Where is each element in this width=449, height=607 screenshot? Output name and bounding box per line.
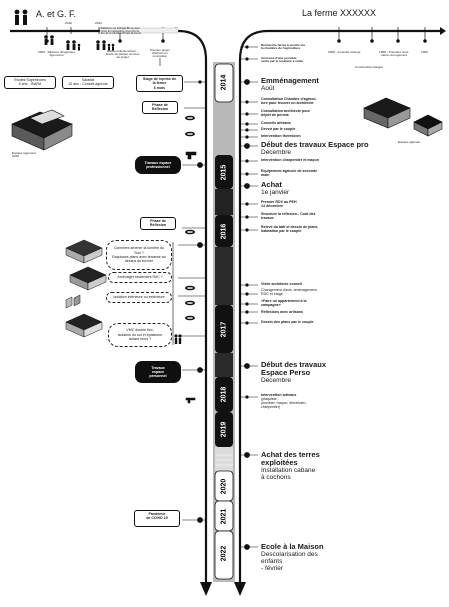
emmenagement-sub: Août [261, 85, 275, 92]
left-note: Réflexion sur le projet de vie avec choi… [101, 27, 142, 36]
person-icon [174, 334, 182, 344]
right-sub: Construction hangar [355, 65, 383, 69]
event-conseils: Conseils artisans [261, 121, 291, 125]
left-year-1: 2010 [65, 21, 72, 25]
question-box-2: Aménager seulement RdC ? [108, 272, 172, 283]
year-2021: 2021 [220, 508, 228, 525]
house-label: Espace logement 2015 [12, 151, 36, 159]
family-icon [14, 9, 115, 51]
event-visite-archi: Visite architecte conseil [261, 282, 302, 286]
right-axis [238, 29, 440, 585]
stage-box: Stage de reprise de la ferme 6 mois [136, 75, 183, 92]
farm-label: Espace agricole [398, 140, 421, 144]
year-2016: 2016 [220, 223, 228, 240]
event-reflexions: Réflexions avec artisans [261, 310, 303, 314]
right-small-1: 2009 - Incendie Grange [328, 50, 361, 54]
phase-reflexion-1-box: Phase de Réflexion [142, 101, 178, 114]
event-consult-archi: Consultation architecte pour dépôt de pe… [261, 109, 310, 117]
year-2019: 2019 [220, 421, 228, 438]
terres-sub: Installation cabane à cochons [261, 467, 316, 481]
left-year-2: 2012 [95, 21, 102, 25]
studies-box: Etudes Supérieures 5 ans - ISARA [4, 76, 56, 89]
event-releve: Relevé du bâti et dessin de plans habita… [261, 225, 318, 233]
year-2017: 2017 [220, 321, 228, 338]
left-event-1: 2003 - Diplome d'Ingénieur Agronome [38, 50, 76, 58]
event-devoir: Devoir par le couple [261, 127, 296, 131]
event-dessin: Dessin des plans par le couple [261, 320, 314, 324]
year-2014: 2014 [220, 74, 228, 91]
drill-icon [185, 151, 197, 404]
event-artisans-sub: (plaquiste, plombier, maçon, électricien… [261, 397, 307, 409]
event-changement: Changement d'avis, aménagement RDC et ét… [261, 288, 317, 296]
question-box-1: Comment amener la lumière du Sud ? Esqui… [106, 240, 172, 270]
event-thermicien: Intervention thermicien [261, 134, 301, 138]
emmenagement-title: Emménagement [261, 76, 319, 85]
debut-perso-sub: Décembre [261, 377, 291, 384]
right-small-3: 1900 [421, 50, 428, 54]
sketch-thumbnails [65, 239, 107, 338]
ecole-sub: Descolarisation des enfants - février [261, 551, 318, 572]
left-arrowhead [200, 582, 212, 596]
year-2015: 2015 [220, 164, 228, 181]
ecole-title: Ecole à la Maison [261, 542, 324, 551]
event-rdv-peh: Premier RDV au PEH 14 décembre [261, 200, 297, 208]
house-illustration-left [11, 109, 73, 151]
event-consult-chambre: Consultation Chambre d'agricul- ture pou… [261, 97, 317, 105]
right-arrowhead [234, 582, 246, 596]
year-2018: 2018 [220, 386, 228, 403]
terres-title: Achat des terres exploitées [261, 450, 320, 467]
phase-reflexion-2-box: Phase de Réflexion [140, 217, 176, 230]
question-box-3: Isolation intérieure ou extérieure [106, 292, 172, 303]
event-appartement: «Faire un appartement à la campagne» [261, 299, 307, 307]
achat-sub: 1e janvier [261, 189, 290, 196]
event-artisans: Intervention artisans [261, 393, 297, 397]
travaux-pro-pill: Travaux espace professionnel [135, 156, 181, 174]
debut-pro-title: Début des travaux Espace pro [261, 140, 369, 149]
year-2022: 2022 [220, 545, 228, 562]
year-2020: 2020 [220, 478, 228, 495]
right-event-1: Recherche ferme à vendre via la chambre … [261, 43, 305, 51]
right-title: La ferme XXXXXX [302, 8, 377, 18]
left-event-3: Premier projet d'achat non concrétisé [150, 48, 170, 59]
pandemie-box: Pandémie de COVID 19 [134, 510, 180, 527]
left-title: A. et G. F. [36, 9, 77, 19]
event-charpentier: Intervention charpentier et maçon [261, 158, 319, 162]
question-box-4: VMC double flux, isolation du sol et épa… [108, 323, 172, 347]
right-small-2: 1968 - Première réno- vation du logement [379, 50, 410, 58]
debut-pro-sub: Décembre [261, 149, 291, 156]
left-event-2: Elément déclencheur - Envie de passer du… [106, 49, 140, 60]
travaux-perso-pill: Travaux espace personnel [135, 361, 181, 383]
right-event-2: Annonce d'une possible vente par le loca… [261, 56, 304, 64]
salary-box: Salariat 10 ans - Conseil agricole [62, 76, 114, 89]
farm-illustration-right [363, 97, 443, 137]
event-equipement: Equipement agricole de seconde main [261, 169, 318, 177]
achat-title: Achat [261, 180, 282, 189]
debut-perso-title: Début des travaux Espace Perso [261, 360, 327, 377]
event-structure: Structure la réflexion - Coût des travau… [261, 212, 316, 220]
